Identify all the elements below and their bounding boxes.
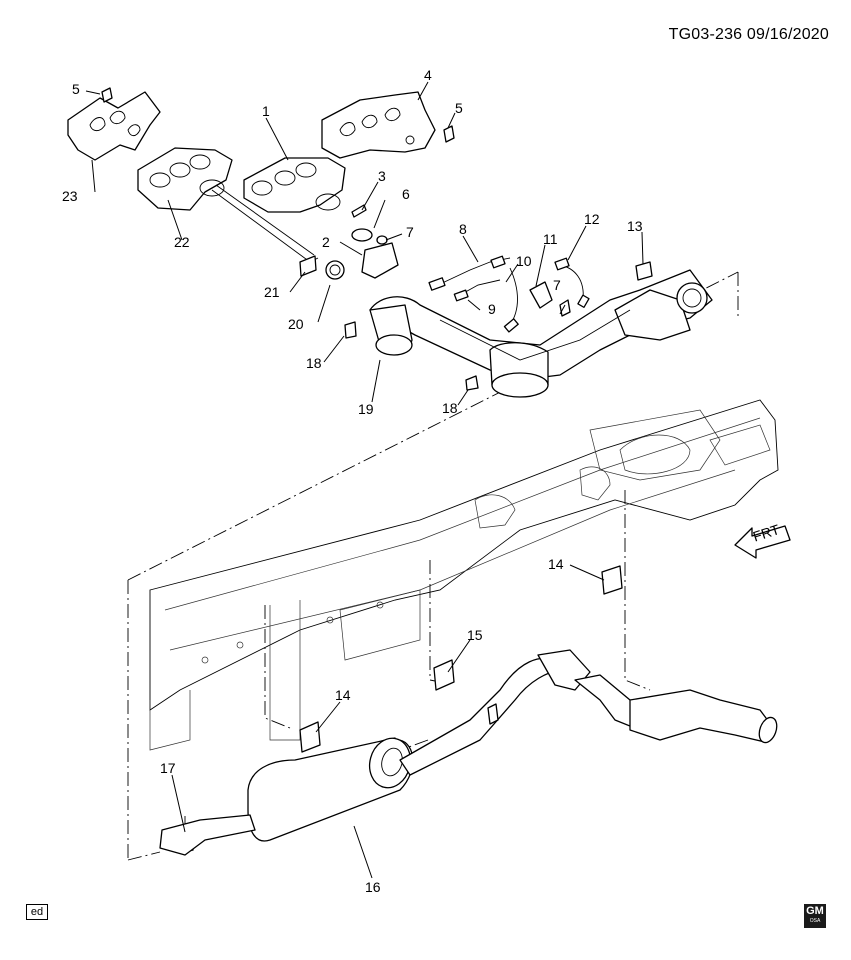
callout-14-upper: 14 <box>548 556 564 572</box>
callout-13: 13 <box>627 218 643 234</box>
callout-7-upper: 7 <box>406 224 414 240</box>
diagram-date: 09/16/2020 <box>746 26 829 43</box>
diagram-header: TG03-236 09/16/2020 <box>669 26 829 44</box>
callout-19: 19 <box>358 401 374 417</box>
callout-10: 10 <box>516 253 532 269</box>
revision-tag: ed <box>26 904 48 920</box>
callout-12: 12 <box>584 211 600 227</box>
front-direction-arrow-icon: FRT <box>734 521 791 559</box>
callout-18-left: 18 <box>306 355 322 371</box>
callout-5-left: 5 <box>72 81 80 97</box>
exhaust-manifold-right <box>243 157 346 213</box>
gm-logo-text: GM <box>806 905 824 917</box>
diagram-code: TG03-236 <box>668 26 743 43</box>
callout-14-lower: 14 <box>335 687 351 703</box>
callout-8: 8 <box>459 221 467 237</box>
callout-22: 22 <box>174 234 190 250</box>
callout-11: 11 <box>543 231 558 247</box>
callout-23: 23 <box>62 188 78 204</box>
heat-shield-right <box>321 91 436 159</box>
callout-20: 20 <box>288 316 304 332</box>
oxygen-sensors <box>428 255 590 333</box>
callout-3: 3 <box>378 168 386 184</box>
gm-logo-subtext: OSA <box>809 918 821 924</box>
muffler-and-tailpipe <box>159 565 778 856</box>
callout-5-right: 5 <box>455 100 463 116</box>
callout-9: 9 <box>488 301 496 317</box>
callout-15: 15 <box>467 627 483 643</box>
callout-17: 17 <box>160 760 176 776</box>
heat-shield-left <box>67 91 161 161</box>
callout-4: 4 <box>424 67 432 83</box>
callout-16: 16 <box>365 879 381 895</box>
callout-1: 1 <box>262 103 270 119</box>
callout-leaders <box>85 81 644 879</box>
callout-18-right: 18 <box>442 400 458 416</box>
callout-6: 6 <box>402 186 410 202</box>
callout-7-lower: 7 <box>553 277 561 293</box>
gm-logo: GM OSA <box>804 904 826 928</box>
callout-2: 2 <box>322 234 330 250</box>
callout-21: 21 <box>264 284 280 300</box>
front-pipe-catalytic-converter <box>369 269 713 398</box>
vehicle-frame <box>149 399 779 751</box>
callout-labels: 1 2 3 4 5 5 6 7 7 8 9 10 11 12 13 14 14 … <box>62 67 643 895</box>
